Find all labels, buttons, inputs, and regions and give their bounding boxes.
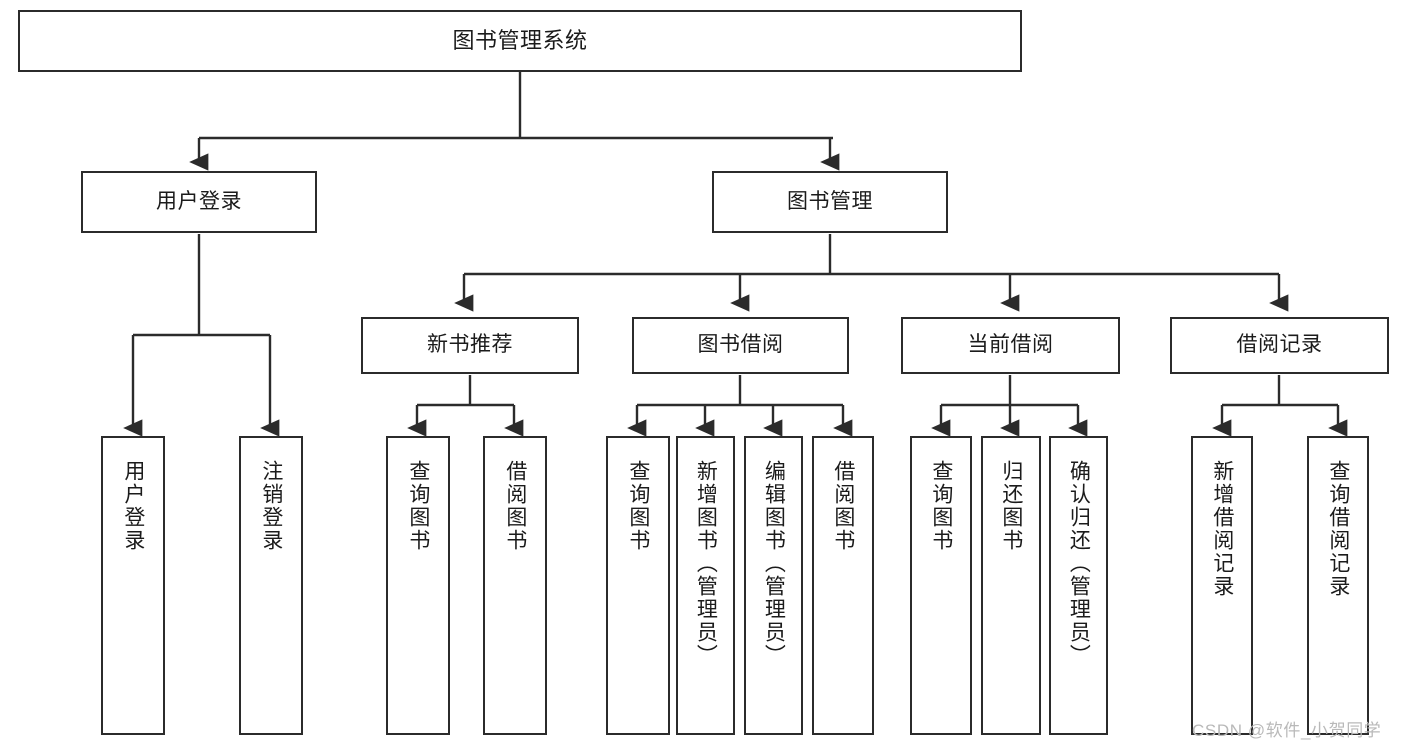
- leaf-edit-book-admin[interactable]: 编辑图书（管理员）: [744, 436, 803, 735]
- leaf-query-books-borrow[interactable]: 查询图书: [606, 436, 670, 735]
- node-label: 用户登录: [156, 189, 242, 213]
- node-label: 新书推荐: [427, 333, 513, 357]
- leaf-borrow-books-recommend[interactable]: 借阅图书: [483, 436, 547, 735]
- node-label: 当前借阅: [967, 333, 1054, 357]
- node-label: 借阅记录: [1236, 333, 1323, 357]
- node-label: 图书借阅: [697, 333, 784, 357]
- node-label: 查询图书: [929, 460, 953, 552]
- node-label: 借阅图书: [503, 460, 527, 552]
- node-book-management-system[interactable]: 图书管理系统: [18, 10, 1022, 72]
- csdn-watermark: CSDN @软件_小贺同学: [1192, 721, 1382, 740]
- leaf-query-borrow-record[interactable]: 查询借阅记录: [1307, 436, 1369, 735]
- leaf-return-books[interactable]: 归还图书: [981, 436, 1041, 735]
- leaf-logout[interactable]: 注销登录: [239, 436, 303, 735]
- node-label: 归还图书: [999, 460, 1023, 552]
- leaf-user-login[interactable]: 用户登录: [101, 436, 165, 735]
- node-label: 注销登录: [259, 460, 283, 552]
- node-borrow-records[interactable]: 借阅记录: [1170, 317, 1389, 374]
- node-label: 图书管理系统: [452, 28, 588, 54]
- node-label: 查询图书: [626, 460, 650, 552]
- node-new-book-recommend[interactable]: 新书推荐: [361, 317, 579, 374]
- leaf-confirm-return-admin[interactable]: 确认归还（管理员）: [1049, 436, 1108, 735]
- node-label: 新增借阅记录: [1210, 460, 1234, 598]
- node-label: 查询图书: [406, 460, 430, 552]
- node-book-borrow[interactable]: 图书借阅: [632, 317, 849, 374]
- node-user-login[interactable]: 用户登录: [81, 171, 317, 233]
- node-label: 查询借阅记录: [1326, 460, 1350, 598]
- node-label: 确认归还（管理员）: [1067, 460, 1091, 667]
- node-label: 借阅图书: [831, 460, 855, 552]
- leaf-query-books-current[interactable]: 查询图书: [910, 436, 972, 735]
- leaf-borrow-books[interactable]: 借阅图书: [812, 436, 874, 735]
- node-label: 用户登录: [121, 460, 145, 552]
- node-label: 编辑图书（管理员）: [762, 460, 786, 667]
- leaf-add-book-admin[interactable]: 新增图书（管理员）: [676, 436, 735, 735]
- node-label: 图书管理: [787, 189, 873, 213]
- node-book-management[interactable]: 图书管理: [712, 171, 948, 233]
- leaf-add-borrow-record[interactable]: 新增借阅记录: [1191, 436, 1253, 735]
- leaf-query-books-recommend[interactable]: 查询图书: [386, 436, 450, 735]
- node-current-borrow[interactable]: 当前借阅: [901, 317, 1120, 374]
- node-label: 新增图书（管理员）: [694, 460, 718, 667]
